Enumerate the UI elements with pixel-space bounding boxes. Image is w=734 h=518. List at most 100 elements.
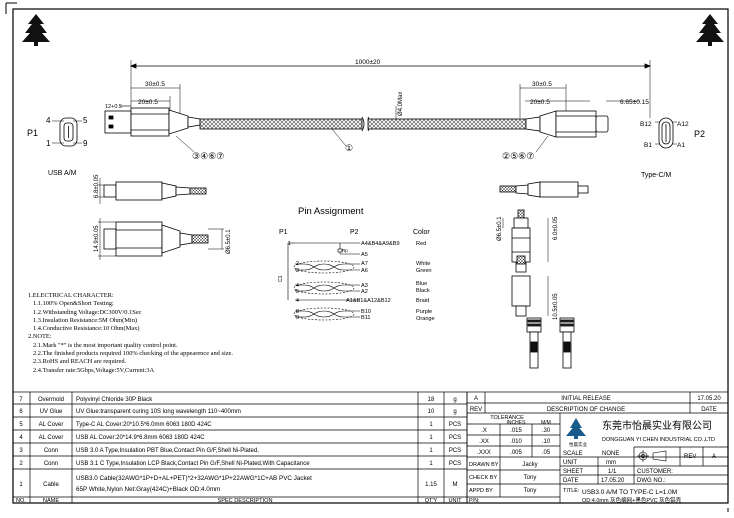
pin-wiring — [287, 242, 360, 321]
bom-no: 5 — [19, 422, 23, 428]
bom-no: 6 — [19, 409, 23, 415]
note-line: 2.2.The finished products required 100% … — [33, 350, 233, 358]
drawn-by-label: DRAWN BY — [469, 462, 499, 468]
bom-name: Cable — [43, 482, 59, 488]
sheet-label: SHEET — [563, 469, 583, 475]
note-line: 2.3.RoHS and REACH are required. — [33, 358, 127, 366]
type-c-side-views — [499, 181, 589, 369]
desc-change-header: DESCRIPTION OF CHANGE — [547, 407, 625, 413]
projection-symbol-icon — [637, 450, 667, 462]
tol-label: .XXX — [477, 450, 491, 456]
icons — [566, 418, 667, 462]
company-name-en: DONGGUAN YI CHEN INDUSTRIAL CO.,LTD — [602, 437, 715, 443]
bom-header-unit: UNIT — [448, 498, 462, 504]
tol-label: .XX — [479, 439, 489, 445]
bom-cells: 7 Overmold Polyvinyl Chloride 30P Black … — [16, 397, 462, 504]
dim-boot-dia: Ø6.5±0.1 — [226, 229, 232, 254]
rev-label: REV — [684, 454, 696, 460]
pin-row-p2: B11 — [361, 315, 371, 321]
usb-a-front-view — [52, 117, 82, 147]
rev-letter: A — [474, 396, 478, 402]
bom-spec: USB 3.1 C Type,Insulation LCP Black,Cont… — [76, 461, 310, 467]
type-c-labels: P2 B12 A12 B1 A1 Type-C/M — [640, 121, 705, 179]
corner-mark — [5, 2, 17, 14]
tol-mm: .10 — [542, 439, 551, 445]
note-line: 1.3.Insulation Resistance:5M Ohm(Min) — [33, 316, 138, 324]
pin-col-p2: P2 — [350, 229, 359, 236]
rp-label: Rp — [342, 248, 348, 253]
shield-label: C1 — [278, 275, 284, 282]
bom-name: Conn — [44, 461, 58, 467]
tol-mm: .30 — [542, 428, 551, 434]
note-line: 1.1.100% Open&Short Testing; — [33, 300, 114, 308]
bom-spec: USB3.0 Cable(32AWG*1P+D+AL+PET)*2+32AWG*… — [76, 475, 312, 482]
usb-a-labels: P1 4 5 1 9 USB A/M — [27, 116, 88, 177]
dim-right-inner: 20±0.5 — [530, 99, 550, 106]
company-name-cn: 东莞市怡晨实业有限公司 — [602, 419, 712, 432]
pin-row-p1: 9 — [296, 315, 299, 321]
note-line: 2.1.Mark "*" is the most important quali… — [33, 341, 178, 349]
bom-no: 3 — [19, 448, 23, 454]
unit-value: mm — [606, 460, 616, 466]
bom-no: 7 — [19, 397, 23, 403]
bom-header-qty: QT'Y — [425, 498, 438, 504]
pin-col-color: Color — [413, 229, 430, 236]
pin-row-p2: A4&B4&A9&B9 — [361, 241, 400, 247]
callout-cable: ① — [345, 143, 353, 153]
dim-left-outer: 30±0.5 — [145, 81, 165, 88]
a-pin-5: 5 — [83, 116, 88, 125]
dim-overall: 1000±20 — [355, 59, 381, 66]
a-pin-9: 9 — [83, 139, 88, 148]
usb-a-side-dims: 6.8±0.05 14.9±0.05 Ø6.5±0.1 — [94, 174, 232, 254]
note-line: 1.ELECTRICAL CHARACTER: — [28, 292, 114, 299]
dim-left-inner: 20±0.5 — [138, 99, 158, 106]
mm-header: M/M — [541, 420, 551, 426]
tolerance-header: TOLERANCE — [490, 415, 524, 421]
check-by-label: CHECK BY — [469, 475, 497, 481]
tol-inches: .005 — [510, 450, 522, 456]
company-logo-text: 怡晨实业 — [569, 441, 587, 448]
dwg-no-label: DWG NO.: — [637, 478, 666, 484]
date-value: 17.05.20 — [601, 478, 625, 484]
pin-row-color: White — [416, 261, 430, 267]
note-line: 1.2.Withstanding Voltage:DC300V/0.1Sec — [33, 308, 142, 316]
pin-row-color: Red — [416, 241, 426, 247]
rev-value: A — [712, 454, 716, 460]
unit-label: UNIT — [563, 460, 577, 466]
bom-table — [12, 391, 468, 504]
title-label: TITLE: — [563, 488, 580, 494]
callout-left: ③④⑥⑦ — [192, 151, 224, 161]
c-pin-b12: B12 — [640, 121, 652, 128]
dim-cable-od: Ø4.0Max — [398, 92, 404, 116]
drawn-by-value: Jacky — [522, 462, 537, 468]
scale-label: SCALE — [563, 451, 583, 457]
appd-by-label: APPD BY — [469, 488, 493, 494]
rev-header: REV — [470, 407, 482, 413]
bom-qty: 1 — [429, 422, 433, 428]
usb-a-title: USB A/M — [48, 170, 77, 177]
pin-assignment-title: Pin Assignment — [298, 206, 364, 217]
tol-label: .X — [481, 428, 487, 434]
company-logo-icon — [566, 418, 586, 439]
bom-no: 2 — [19, 461, 23, 467]
p2-label: P2 — [694, 129, 705, 139]
bom-qty: 1 — [429, 461, 433, 467]
appd-by-value: Tony — [524, 488, 537, 494]
initial-release: INITIAL RELEASE — [561, 396, 610, 402]
bom-qty: 10 — [428, 409, 435, 415]
drawing-title-1: USB3.0 A/M TO TYPE-C L=1.0M — [582, 489, 677, 496]
pin-row-color: Black — [416, 288, 430, 294]
tol-mm: .05 — [542, 450, 551, 456]
c-pin-a12: A12 — [677, 121, 689, 128]
note-line: 2.4.Transfer rate:5Gbps,Voltage:5V,Curre… — [33, 366, 155, 374]
dim-plug-height: 6.8±0.05 — [94, 174, 100, 198]
dim-right-outer: 30±0.5 — [532, 81, 552, 88]
pin-row-p1: 3 — [296, 268, 299, 274]
tol-inches: .015 — [510, 428, 522, 434]
pin-row-p2: A5 — [361, 252, 368, 258]
dim-housing-height: 14.9±0.05 — [94, 225, 100, 252]
bom-qty: 1 — [429, 435, 433, 441]
pin-row-color: Orange — [416, 316, 435, 322]
